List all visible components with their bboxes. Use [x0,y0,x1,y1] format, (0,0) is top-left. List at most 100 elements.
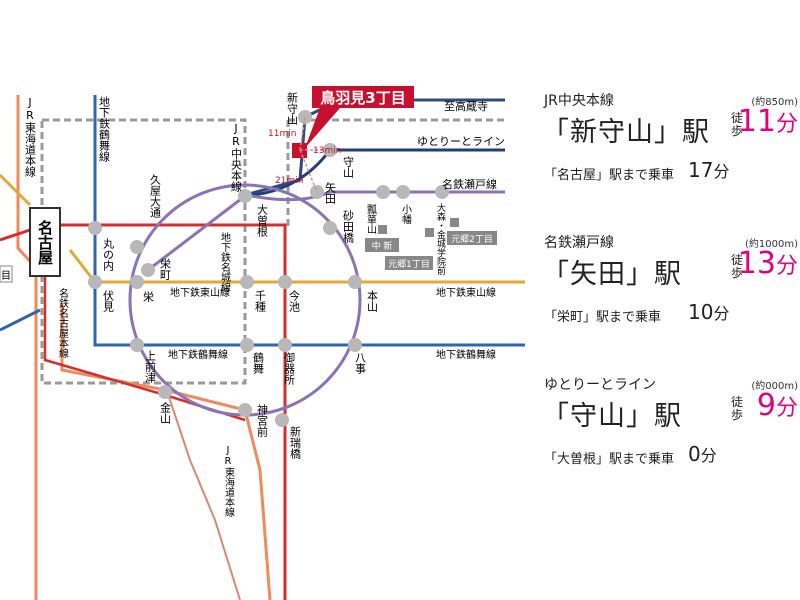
walk-minutes: 9 [756,388,776,423]
label-seto-2: 小幡 [400,204,412,225]
landmark-nakaarai: 中 新 [372,240,393,252]
route-distance: (約850m) [751,97,798,108]
badge-pointer [305,108,340,148]
label-sunadabashi: 砂田橋 [342,210,355,244]
station-dot-fushimi [88,275,102,289]
jr-tokaido-line [16,95,38,600]
landmark-square [378,225,387,234]
ride-unit: 分 [713,162,730,181]
tsurumai-line-west [0,308,41,332]
station-dots [88,110,449,427]
ride-minutes: 0 [688,442,701,466]
label-yagoto: 八事 [354,352,367,374]
walk-label: 徒歩 [730,395,743,422]
label-moriyama: 守山 [342,155,355,178]
label-kamimaezu: 上前津 [144,350,157,383]
label-higashiyama-left: 地下鉄東山線 [170,286,230,299]
station-dot-kamimaezu [130,338,144,352]
walk-label: 徒歩 [730,111,743,138]
label-ozone: 大曽根 [256,203,269,238]
ride-label: 「大曽根」駅まで乗車 [544,452,675,467]
label-yada: 矢田 [324,181,337,204]
walk-time: 13分 [738,246,798,281]
label-sakaemachi: 栄町 [159,257,172,280]
ride-unit: 分 [700,446,717,465]
station-dot-marunouchi [88,221,102,235]
sakuradori-line [0,223,287,600]
label-jr-tokaido-left: JR東海道本線 [24,96,37,177]
route-card-moriyama: ゆとりーとライン (約000m) 「守山」駅 徒歩 9分 「大曽根」駅まで乗車 … [540,374,798,514]
ride-time: 10分 [688,300,729,324]
station-dot-imaike [278,275,292,289]
label-sakae: 栄 [142,290,155,303]
station-dot-seto-2 [396,185,410,199]
station-dot-seto-3 [435,185,449,199]
walk-unit: 分 [775,396,798,421]
label-tsurumai: 鶴舞 [252,351,265,375]
landmark-label-box [365,238,399,252]
station-dot-gokiso [278,338,292,352]
route-distance: (約000m) [751,381,798,392]
station-dot-jingumae [238,403,252,417]
route-card-shin-moriyama: JR中央本線 (約850m) 「新守山」駅 徒歩 11分 「名古屋」駅まで乗車 … [540,90,798,230]
label-to-kozoji: 至高蔵寺 [444,99,488,113]
station-dot-moriyama [323,143,337,157]
station-dot-motoyama [348,275,362,289]
walk-time: 11分 [738,104,798,139]
ride-minutes: 10 [688,300,714,324]
label-motoyama: 本山 [366,289,379,312]
route-distance: (約1000m) [745,239,798,250]
station-dot-sakaemachi [141,263,155,277]
area-boundary [40,118,247,385]
route-line-name: ゆとりーとライン [544,377,656,393]
route-station-name: 「守山」駅 [542,401,682,432]
label-meitetsu-seto: 名鉄瀬戸線 [442,177,497,191]
ride-time: 17分 [688,158,729,182]
left-edge-box [0,265,13,283]
label-kanayama: 金山 [159,401,172,424]
label-seto-3: 大森・金城学院前 [435,202,446,276]
station-dot-sakae [130,275,144,289]
station-dot-yagoto [348,338,362,352]
landmark-square [450,218,459,227]
label-tsurumai-left: 地下鉄鶴舞線 [168,348,228,361]
label-meijo: 地下鉄名城線 [219,231,231,292]
walk-unit: 分 [775,112,798,137]
ride-label: 「栄町」駅まで乗車 [544,310,662,325]
label-seto-1: 瓢箪山 [365,203,377,234]
walk-minutes: 11 [737,104,776,139]
nagoya-label: 名古屋 [36,219,54,266]
label-marunouchi: 丸の内 [102,238,115,272]
jr-tokaido-line-south [60,305,272,600]
meiko-line [164,384,241,600]
label-imaike: 今池 [288,289,301,312]
route-card-yada: 名鉄瀬戸線 (約1000m) 「矢田」駅 徒歩 13分 「栄町」駅まで乗車 10… [540,232,798,372]
landmark-label-box [385,256,433,270]
landmark-label-box [447,231,497,245]
landmark-gen2: 元郷2丁目 [451,234,493,245]
title-badge [312,86,414,108]
station-dot-kanayama [158,385,172,399]
label-hisaya-odori: 久屋大通 [149,174,162,218]
label-shin-moriyama: 新守山 [286,91,299,125]
label-yutorito: ゆとりーとライン [417,135,505,148]
tsurumai-line [93,95,525,347]
walk-time: 9分 [757,388,798,423]
label-jingumae: 神宮前 [256,403,269,438]
walk-unit: 分 [775,254,798,279]
label-fushimi: 伏見 [102,289,115,312]
time-yada: 21min [275,176,303,186]
station-dot-seto-1 [376,185,390,199]
station-dot-shin-moriyama [298,110,312,124]
route-line-name: 名鉄瀬戸線 [544,235,614,251]
station-dot-hisaya-odori [130,240,144,254]
walk-label: 徒歩 [730,253,743,280]
ride-label: 「名古屋」駅まで乗車 [544,168,675,183]
label-tsurumai-right: 地下鉄鶴舞線 [436,348,496,361]
label-meitetsu-nagoya: 名鉄名古屋本線 [57,287,69,358]
station-dot-chikusa [240,275,254,289]
walk-route [299,116,330,193]
station-dot-sunadabashi [323,221,337,235]
label-tsurumai-upper: 地下鉄鶴舞線 [98,96,111,162]
nagoya-station-box [29,207,61,277]
